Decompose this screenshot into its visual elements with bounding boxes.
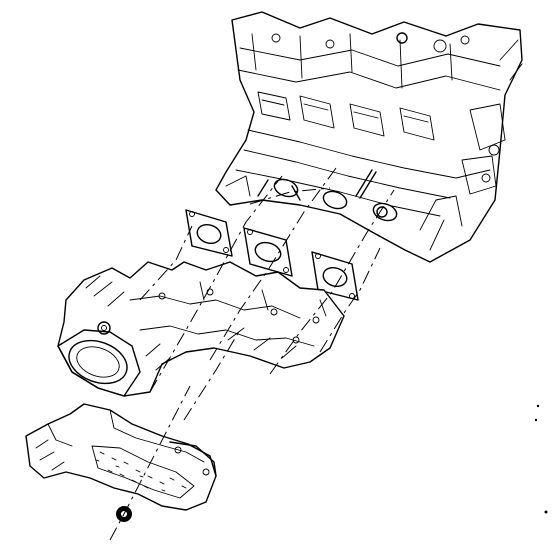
scan-specks <box>534 404 548 514</box>
engine-block <box>215 11 523 263</box>
exhaust-manifold <box>57 261 345 397</box>
heat-shield <box>25 403 217 511</box>
exhaust-port-gasket <box>185 209 359 301</box>
assembly-centerlines <box>109 167 395 541</box>
